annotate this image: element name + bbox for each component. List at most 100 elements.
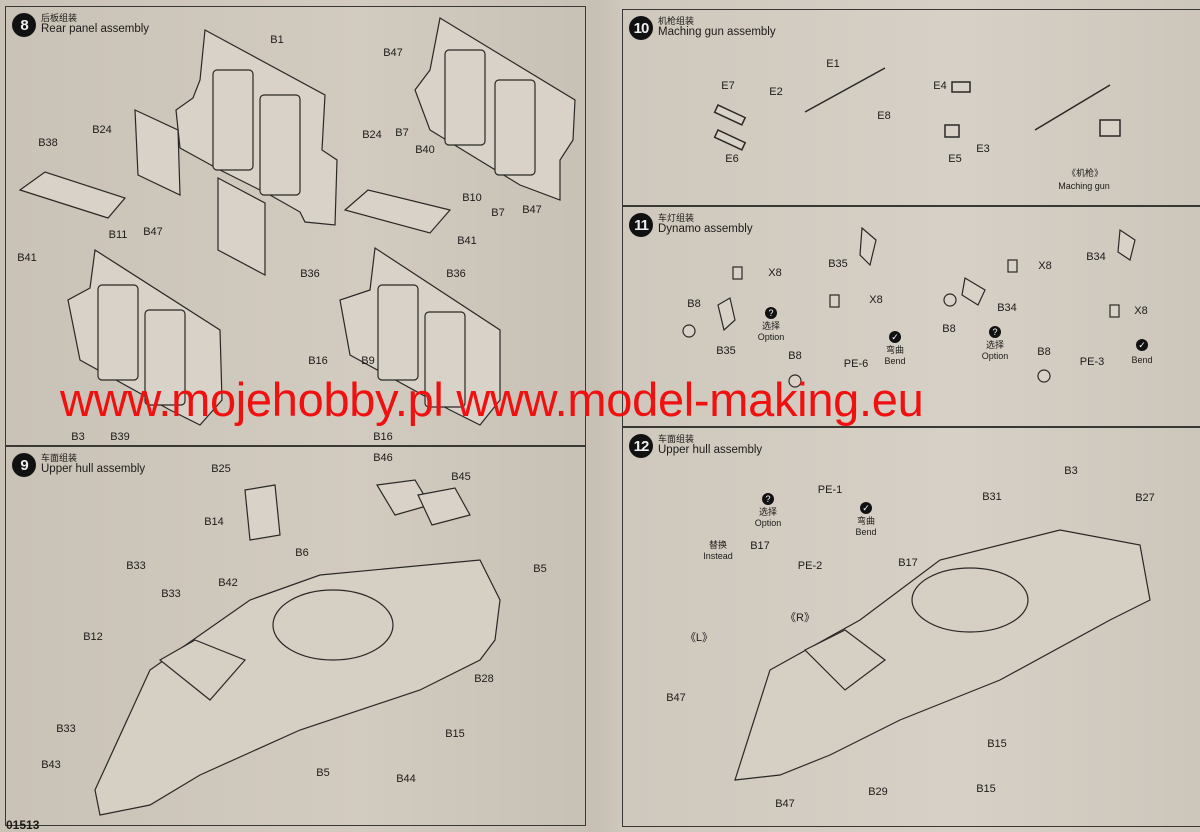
instead-label: Instead [703, 551, 733, 561]
part-label: B24 [362, 129, 382, 141]
part-label: B34 [997, 302, 1017, 314]
side-label: 《L》 [684, 632, 714, 644]
part-label: B24 [92, 124, 112, 136]
step-title-cn: 后板组装 [41, 13, 78, 23]
option-label: Option [981, 351, 1009, 361]
part-label: B12 [83, 631, 103, 643]
door-parts [18, 109, 452, 276]
part-label: B41 [457, 235, 477, 247]
rear-panel-step8-lower-right [339, 246, 501, 426]
part-label: B5 [533, 563, 547, 575]
part-label: B35 [716, 345, 736, 357]
part-label: E2 [769, 86, 783, 98]
part-label: B44 [396, 773, 416, 785]
part-label: B15 [445, 728, 465, 740]
part-label: B47 [522, 204, 542, 216]
step-8-header: 8 后板组装 Rear panel assembly [12, 13, 149, 37]
part-label: E7 [721, 80, 735, 92]
part-label: B16 [373, 431, 393, 443]
machine-gun-parts [713, 67, 1121, 151]
part-label: B8 [942, 323, 956, 335]
upper-hull-step9 [94, 479, 501, 816]
part-label: B39 [110, 431, 130, 443]
part-label: X8 [1134, 305, 1148, 317]
option-icon: ? [765, 307, 777, 319]
part-label: B6 [295, 547, 309, 559]
part-label: B3 [71, 431, 85, 443]
part-label: E4 [933, 80, 947, 92]
caption-cn: 《机枪》 [1066, 168, 1104, 178]
part-label: B8 [788, 350, 802, 362]
part-label: X8 [869, 294, 883, 306]
step-title-cn: 车面组装 [41, 453, 78, 463]
part-label: B29 [868, 786, 888, 798]
part-label: B33 [56, 723, 76, 735]
step-11-header: 11 车灯组装 Dynamo assembly [629, 213, 753, 237]
step-title-cn: 机枪组装 [658, 16, 695, 26]
part-label: E3 [976, 143, 990, 155]
step-title-cn: 车面组装 [658, 434, 695, 444]
step-title: Dynamo assembly [658, 223, 753, 235]
option-label-cn: 选择 [985, 340, 1005, 350]
step-title: Upper hull assembly [41, 463, 146, 475]
part-label: X8 [768, 267, 782, 279]
part-label: B5 [316, 767, 330, 779]
step-title-cn: 车灯组装 [658, 213, 695, 223]
part-label: B11 [108, 229, 128, 241]
part-label: E8 [877, 110, 891, 122]
part-label: B47 [383, 47, 403, 59]
part-label: B47 [775, 798, 795, 810]
part-label: B3 [1064, 465, 1078, 477]
part-label: B41 [17, 252, 37, 264]
part-label: B9 [361, 355, 375, 367]
watermark: www.mojehobby.pl www.model-making.eu [60, 373, 924, 426]
option-label-cn: 选择 [758, 507, 778, 517]
option-label: Option [757, 332, 785, 342]
step-number: 12 [629, 434, 653, 458]
option-icon: ? [989, 326, 1001, 338]
part-label: B47 [666, 692, 686, 704]
step-number: 9 [12, 453, 36, 477]
dynamo-parts [682, 226, 1136, 388]
option-label: Option [754, 518, 782, 528]
part-label: B15 [976, 783, 996, 795]
part-label: B16 [308, 355, 328, 367]
part-label: B33 [126, 560, 146, 572]
part-label: B35 [828, 258, 848, 270]
part-label: B15 [987, 738, 1007, 750]
part-label: B1 [270, 34, 284, 46]
part-label: PE-3 [1079, 356, 1105, 368]
part-label: B34 [1086, 251, 1106, 263]
part-label: E5 [948, 153, 962, 165]
part-label: B46 [373, 452, 393, 464]
part-label: B25 [211, 463, 231, 475]
step-title: Rear panel assembly [41, 23, 150, 35]
part-label: B17 [898, 557, 918, 569]
step-title: Maching gun assembly [658, 26, 776, 38]
part-label: B8 [687, 298, 701, 310]
step-12-panel: 12 车面组装 Upper hull assembly [622, 427, 1200, 827]
part-label: B7 [491, 207, 505, 219]
part-label: B17 [750, 540, 770, 552]
caption: Maching gun [1058, 181, 1110, 191]
rear-panel-b1 [175, 29, 338, 226]
rear-panel-step8-lower-left [67, 248, 223, 426]
bend-label: Bend [855, 527, 877, 537]
part-label: B28 [474, 673, 494, 685]
part-label: E6 [725, 153, 739, 165]
rear-panel-step8-right [414, 17, 576, 201]
step-number: 8 [12, 13, 36, 37]
part-label: B36 [446, 268, 466, 280]
instead-label-cn: 替换 [708, 540, 728, 550]
step-title: Upper hull assembly [658, 444, 763, 456]
bend-label-cn: 弯曲 [885, 345, 905, 355]
option-label-cn: 选择 [761, 321, 781, 331]
part-label: B38 [38, 137, 58, 149]
upper-hull-step12 [734, 529, 1151, 781]
part-label: X8 [1038, 260, 1052, 272]
part-label: B8 [1037, 346, 1051, 358]
step-9-panel: 9 车面组装 Upper hull assembly [5, 446, 586, 826]
part-label: B40 [415, 144, 435, 156]
bend-icon: ✓ [889, 331, 901, 343]
